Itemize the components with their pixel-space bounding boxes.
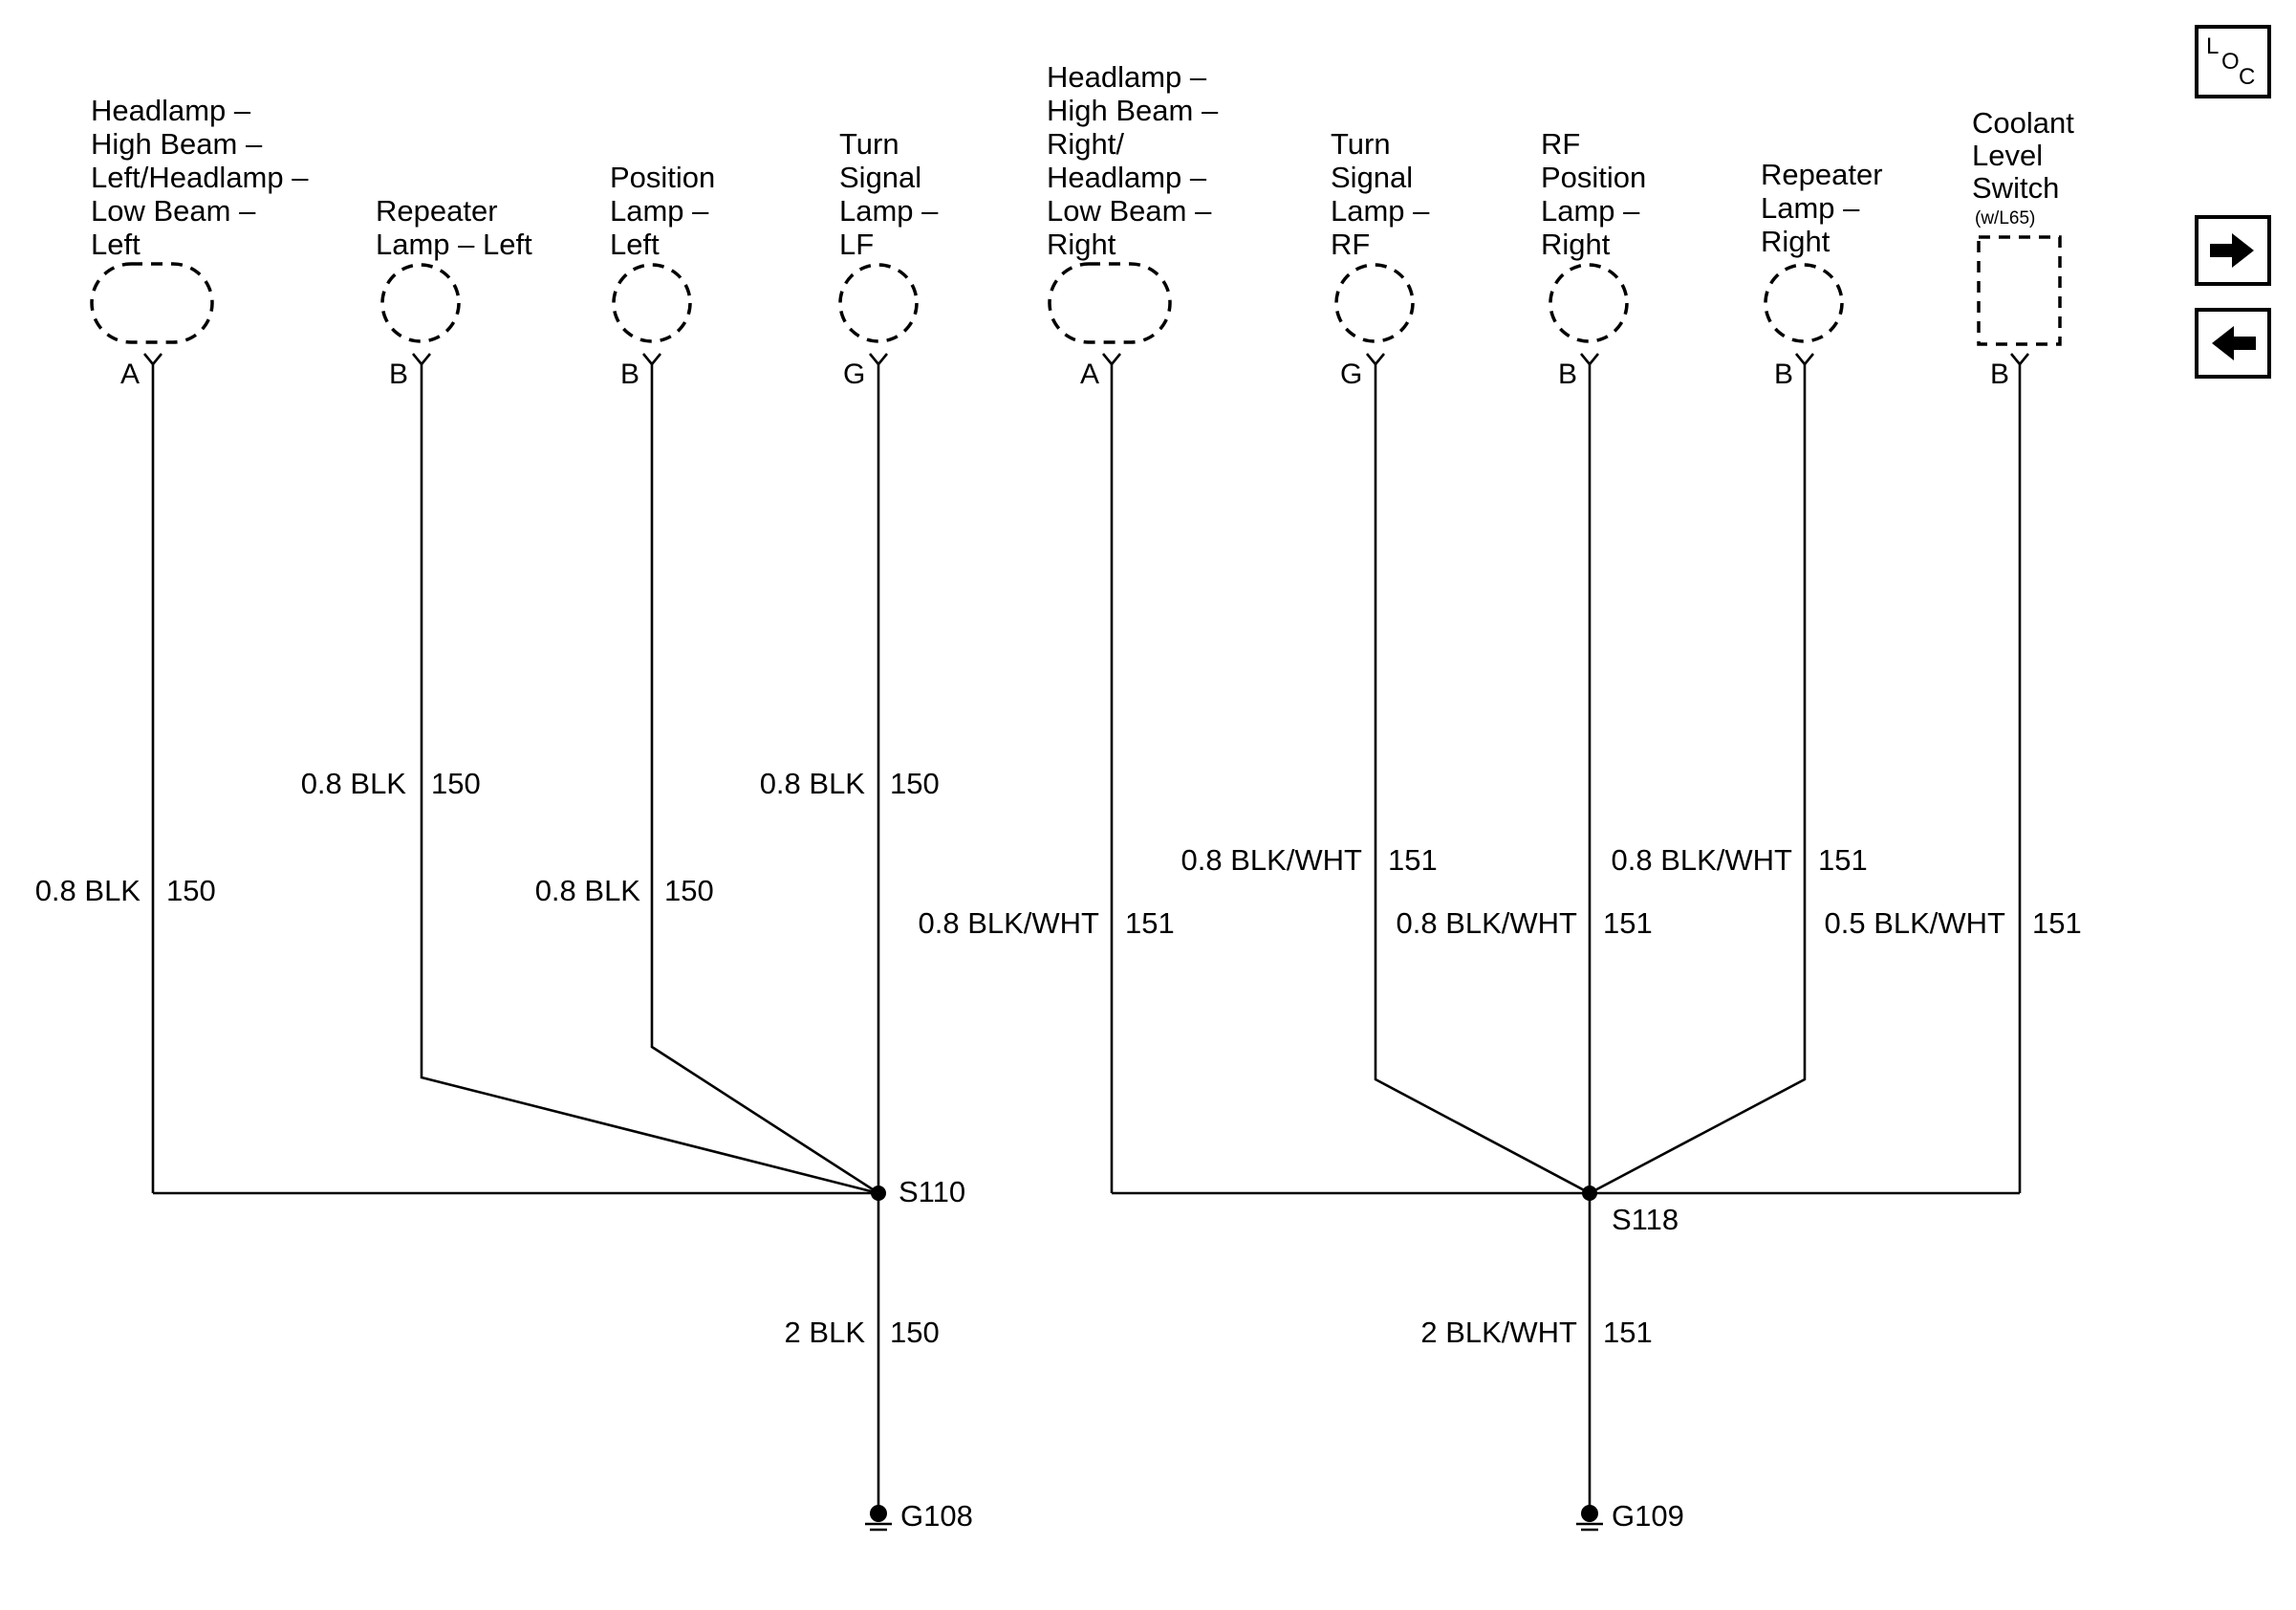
trunk-circuit-label-right: 151 — [1603, 1316, 1653, 1349]
component-label-headlamp-right: Headlamp – High Beam – Right/ Headlamp –… — [1047, 60, 1226, 261]
pin-letter: B — [1990, 359, 2009, 390]
splice-dot-left — [871, 1186, 886, 1201]
component-label-repeater-left: Repeater Lamp – Left — [376, 194, 532, 261]
pin-letter: A — [120, 359, 140, 390]
component-outline-turn-signal-lf — [838, 263, 919, 343]
wire-spec-label: 0.8 BLK — [35, 874, 141, 907]
option-note: (w/L65) — [1975, 208, 2035, 228]
component-label-position-lamp-left: Position Lamp – Left — [610, 161, 724, 261]
ground-icon — [865, 1505, 892, 1532]
component-outline-repeater-right — [1764, 263, 1844, 343]
trunk-spec-label-left: 2 BLK — [785, 1316, 866, 1349]
left-wire-group — [151, 364, 880, 1513]
wire-spec-label: 0.8 BLK/WHT — [1397, 906, 1578, 940]
pin-letter: B — [389, 359, 408, 390]
forward-button[interactable] — [2195, 215, 2271, 286]
wire-spec-label: 0.8 BLK/WHT — [1181, 843, 1363, 877]
splice-label-right: S118 — [1612, 1203, 1679, 1236]
loc-letter: L — [2206, 33, 2219, 59]
wire-circuit-label: 151 — [2032, 906, 2082, 940]
component-outline-turn-signal-rf — [1334, 263, 1415, 343]
wire-spec-label: 0.8 BLK — [760, 767, 866, 800]
back-button[interactable] — [2195, 308, 2271, 379]
component-outline-headlamp-right — [1048, 262, 1172, 344]
component-outline-repeater-left — [380, 263, 461, 343]
ground-label-left: G108 — [900, 1499, 973, 1533]
component-outline-coolant-level-switch — [1977, 235, 2062, 346]
wire-circuit-label: 151 — [1603, 906, 1653, 940]
wire-spec-label: 0.8 BLK/WHT — [1612, 843, 1793, 877]
right-wire-group — [1110, 364, 2022, 1513]
component-label-turn-signal-lf: Turn Signal Lamp – LF — [839, 127, 946, 261]
ground-label-right: G109 — [1612, 1499, 1684, 1533]
pin-letter: B — [620, 359, 639, 390]
wire-spec-label: 0.8 BLK — [535, 874, 641, 907]
pin-letter: B — [1774, 359, 1793, 390]
splice-label-left: S110 — [899, 1175, 965, 1208]
wire-circuit-label: 150 — [664, 874, 714, 907]
component-outline-rf-position-lamp — [1549, 263, 1629, 343]
pin-letter: A — [1080, 359, 1099, 390]
wire-circuit-label: 150 — [431, 767, 481, 800]
wire-circuit-label: 150 — [166, 874, 216, 907]
ground-icon — [1576, 1505, 1603, 1532]
wire-spec-label: 0.8 BLK/WHT — [919, 906, 1100, 940]
pin-letter: G — [843, 359, 865, 390]
arrow-left-icon — [2212, 326, 2256, 360]
component-label-headlamp-left: Headlamp – High Beam – Left/Headlamp – L… — [91, 94, 316, 261]
wire-circuit-label: 151 — [1388, 843, 1438, 877]
wire-spec-label: 0.8 BLK — [301, 767, 407, 800]
pin-letter: G — [1340, 359, 1362, 390]
pin-letter: B — [1558, 359, 1577, 390]
arrow-right-icon — [2210, 233, 2254, 268]
splice-dot-right — [1582, 1186, 1597, 1201]
component-label-rf-position-lamp: RF Position Lamp – Right — [1541, 127, 1655, 261]
loc-letter: O — [2221, 49, 2240, 75]
trunk-circuit-label-left: 150 — [890, 1316, 940, 1349]
component-label-coolant-level-switch: Coolant Level Switch — [1972, 106, 2082, 205]
wire-circuit-label: 151 — [1818, 843, 1868, 877]
loc-letter: C — [2239, 64, 2255, 90]
wire-spec-label: 0.5 BLK/WHT — [1825, 906, 2006, 940]
component-label-repeater-right: Repeater Lamp – Right — [1761, 158, 1891, 258]
component-outline-position-lamp-left — [612, 263, 692, 343]
wire-circuit-label: 151 — [1125, 906, 1175, 940]
trunk-spec-label-right: 2 BLK/WHT — [1420, 1316, 1577, 1349]
component-label-turn-signal-rf: Turn Signal Lamp – RF — [1331, 127, 1438, 261]
loc-button[interactable]: L O C — [2195, 25, 2271, 98]
component-outline-headlamp-left — [90, 262, 214, 344]
wire-circuit-label: 150 — [890, 767, 940, 800]
